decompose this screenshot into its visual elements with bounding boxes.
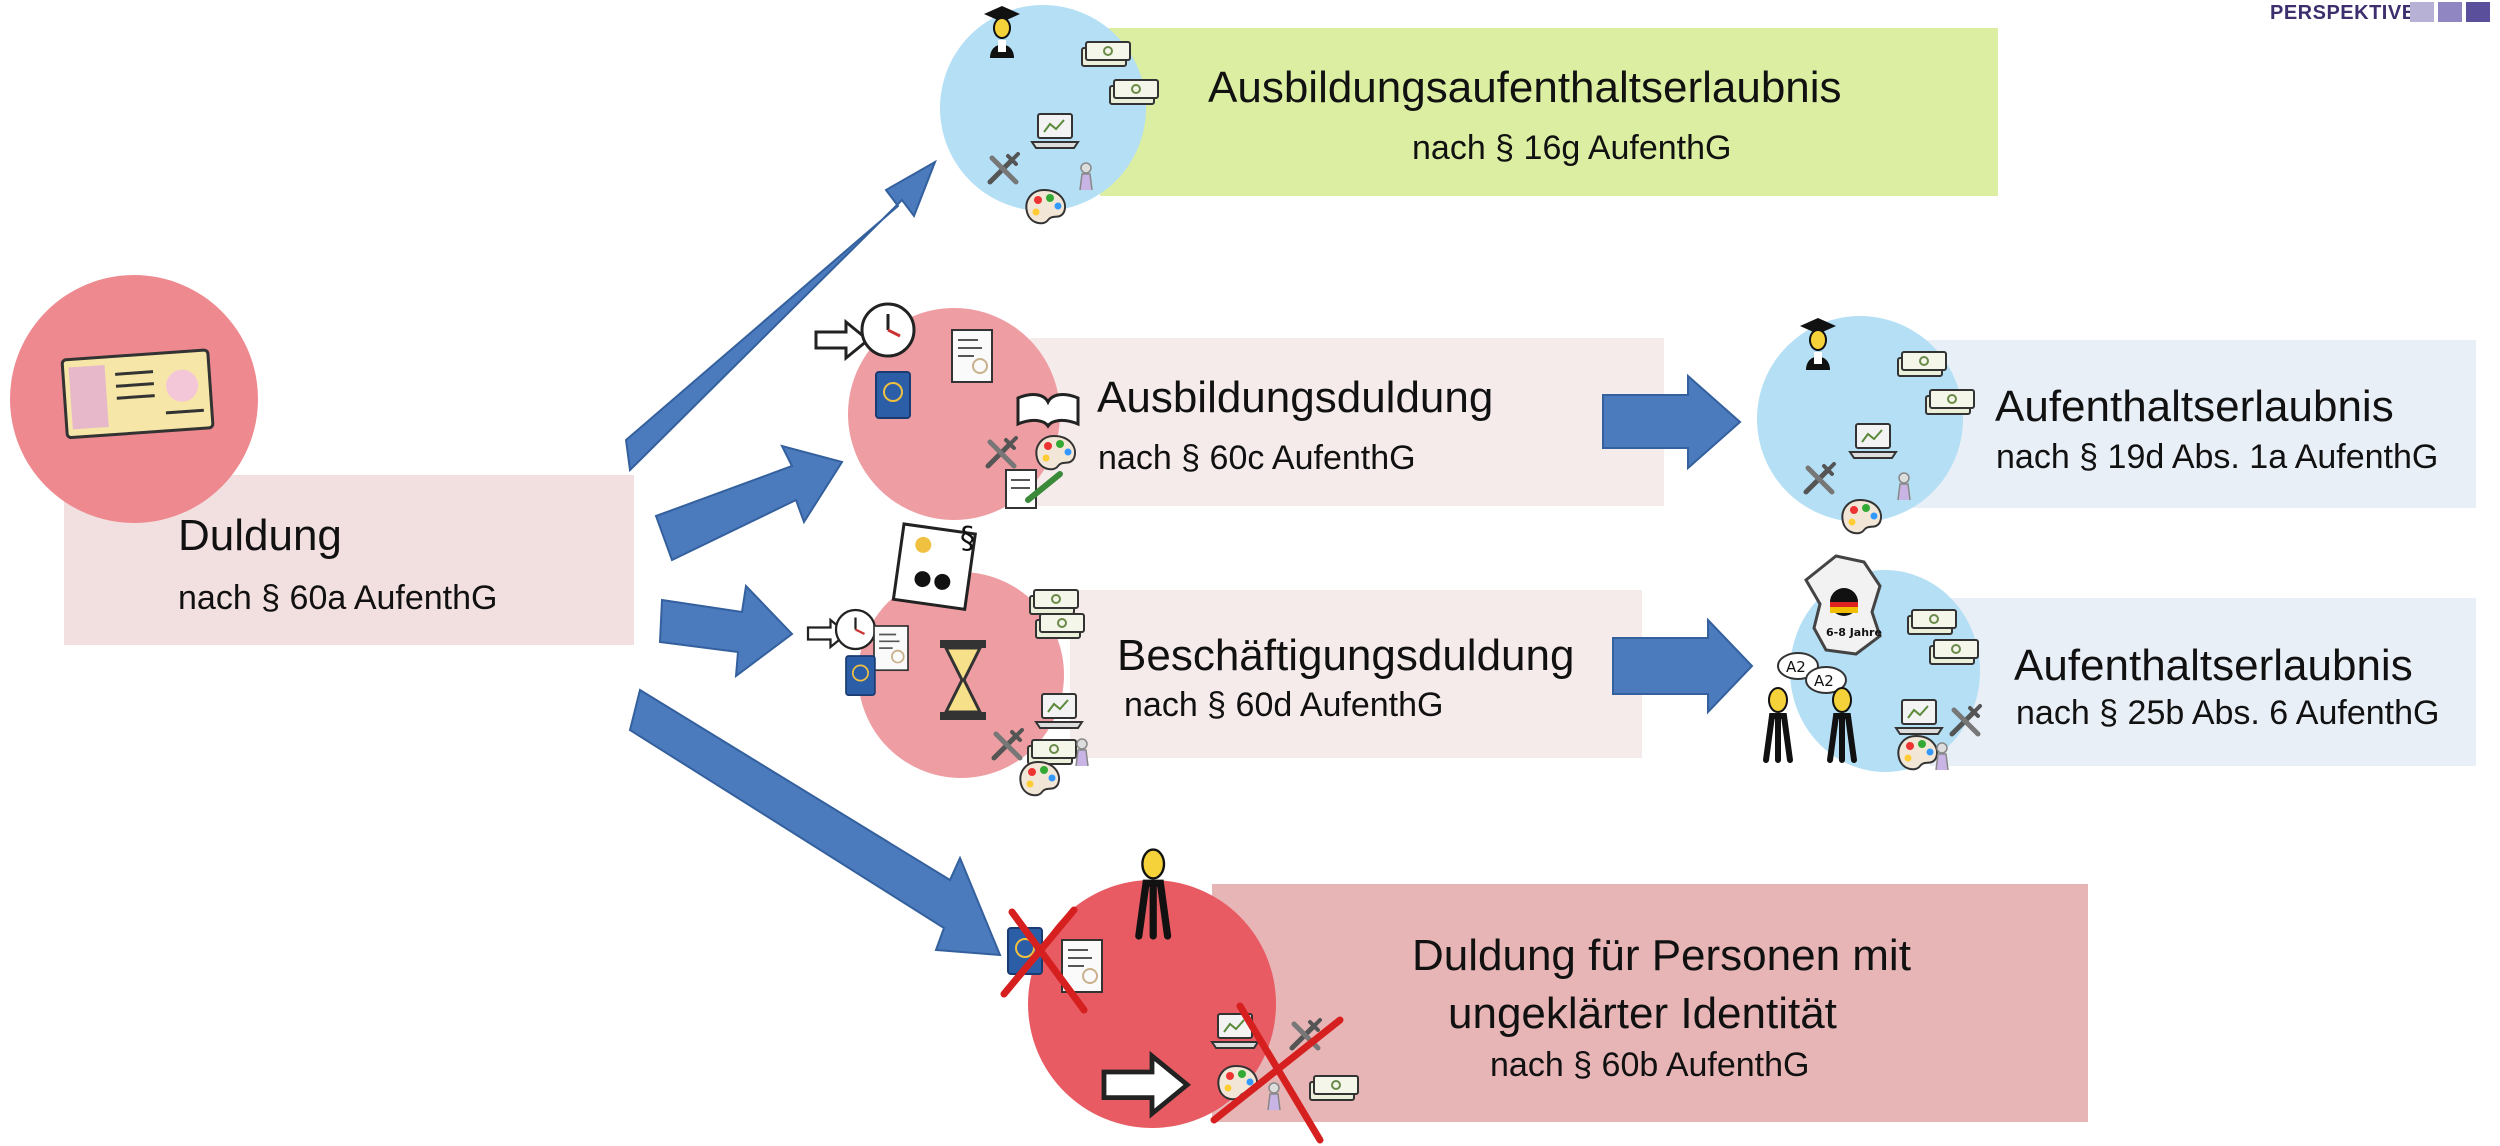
- duldung-subtitle: nach § 60a AufenthG: [178, 579, 498, 617]
- contract-icon: [891, 522, 977, 611]
- aufenthalt-25b-box: [1930, 598, 2476, 766]
- open-book-icon: [1016, 393, 1080, 429]
- ausbildungsduldung-subtitle: nach § 60c AufenthG: [1098, 439, 1416, 477]
- ausbildungsaufenthalt-title: Ausbildungsaufenthaltserlaubnis: [1208, 63, 1842, 112]
- ausbildungsaufenthalt-circle: [940, 5, 1146, 211]
- aufenthalt-19d-circle: [1757, 316, 1963, 522]
- money-icon: [1109, 79, 1159, 105]
- germany-years-label: 6-8 Jahre: [1826, 626, 1882, 639]
- laptop-icon: [1035, 693, 1083, 729]
- right-arrow-icon: [1104, 1056, 1187, 1114]
- tools-icon: [1806, 464, 1834, 492]
- paragraph-sign: §: [960, 521, 975, 556]
- person-icon: [1267, 1082, 1281, 1111]
- money-icon: [1929, 639, 1979, 665]
- money-icon: [1081, 41, 1131, 67]
- money-icon: [1027, 739, 1077, 765]
- person-icon: [1897, 472, 1911, 501]
- arrow-ausbildungsduldung-to-aufenthalt: [1602, 373, 1742, 471]
- clock-icon: [834, 608, 877, 651]
- graduate-icon: [1799, 317, 1837, 371]
- money-icon: [1907, 609, 1957, 635]
- arrow-beschaeftigungsduldung-to-aufenthalt: [1612, 617, 1754, 715]
- logo-text: PERSPEKTIVEN: [2270, 2, 2431, 24]
- money-icon: [1925, 389, 1975, 415]
- person-icon: [1935, 742, 1949, 771]
- duldung-title: Duldung: [178, 511, 342, 560]
- ungeklaert-title-line1: Duldung für Personen mit: [1412, 931, 1911, 980]
- right-arrow-icon: [814, 320, 870, 360]
- palette-icon: [1035, 435, 1077, 471]
- tools-icon: [990, 154, 1018, 182]
- aufenthalt-19d-subtitle: nach § 19d Abs. 1a AufenthG: [1996, 438, 2439, 476]
- germany-map-icon: [1804, 554, 1882, 656]
- cross-mark-icon: [1210, 1002, 1344, 1144]
- laptop-icon: [1895, 699, 1943, 735]
- beschaeftigungsduldung-box: [1070, 590, 1642, 758]
- money-icon: [1029, 589, 1079, 615]
- tools-icon: [1952, 706, 1980, 734]
- clock-icon: [860, 302, 916, 358]
- money-icon: [1309, 1075, 1359, 1101]
- cross-mark-icon: [1000, 906, 1088, 1014]
- language-level-label: A2: [1786, 658, 1806, 676]
- beschaeftigungsduldung-subtitle: nach § 60d AufenthG: [1124, 686, 1444, 724]
- ungeklaert-subtitle: nach § 60b AufenthG: [1490, 1046, 1810, 1084]
- aufenthalt-19d-box: [1910, 340, 2476, 508]
- logo-square-3: [2466, 2, 2490, 22]
- money-icon: [1897, 351, 1947, 377]
- person-icon: [1766, 688, 1790, 760]
- arrow-to-ungeklaert: [628, 688, 1002, 957]
- person-icon: [1830, 688, 1854, 760]
- language-level-label: A2: [1814, 672, 1834, 690]
- money-icon: [1035, 613, 1085, 639]
- arrow-to-ausbildungsaufenthalt: [624, 159, 937, 473]
- ausbildungsduldung-title: Ausbildungsduldung: [1097, 373, 1494, 422]
- passport-icon: [845, 655, 876, 696]
- speech-bubble-icon: [1777, 652, 1847, 694]
- arrow-to-beschaeftigungsduldung: [658, 583, 794, 679]
- ausbildungsaufenthalt-subtitle: nach § 16g AufenthG: [1412, 129, 1732, 167]
- ausbildungsaufenthalt-box: [1100, 28, 1998, 196]
- laptop-icon: [1031, 113, 1079, 149]
- person-icon: [1075, 738, 1089, 767]
- aufenthalt-25b-subtitle: nach § 25b Abs. 6 AufenthG: [2016, 694, 2440, 732]
- laptop-icon: [1849, 423, 1897, 459]
- palette-icon: [1019, 761, 1061, 797]
- document-pen-icon: [1005, 469, 1063, 509]
- palette-icon: [1841, 499, 1883, 535]
- logo-square-1: [2410, 2, 2434, 22]
- passport-icon: [875, 371, 911, 419]
- tools-icon: [994, 730, 1022, 758]
- person-icon: [1139, 850, 1168, 936]
- aufenthalt-19d-title: Aufenthaltserlaubnis: [1995, 382, 2394, 431]
- aufenthalt-25b-title: Aufenthaltserlaubnis: [2014, 641, 2413, 690]
- arrow-to-ausbildungsduldung: [654, 444, 844, 562]
- logo-square-2: [2438, 2, 2462, 22]
- document-icon: [873, 625, 909, 672]
- graduate-icon: [983, 5, 1021, 59]
- person-icon: [1079, 162, 1093, 191]
- ungeklaert-title-line2: ungeklärter Identität: [1448, 989, 1837, 1038]
- tools-icon: [988, 438, 1016, 466]
- hourglass-icon: [940, 640, 986, 720]
- palette-icon: [1897, 735, 1939, 771]
- document-icon: [951, 329, 993, 383]
- beschaeftigungsduldung-title: Beschäftigungsduldung: [1117, 631, 1575, 680]
- palette-icon: [1025, 189, 1067, 225]
- ausbildungsduldung-box: [1030, 338, 1664, 506]
- id-card-icon: [60, 348, 215, 440]
